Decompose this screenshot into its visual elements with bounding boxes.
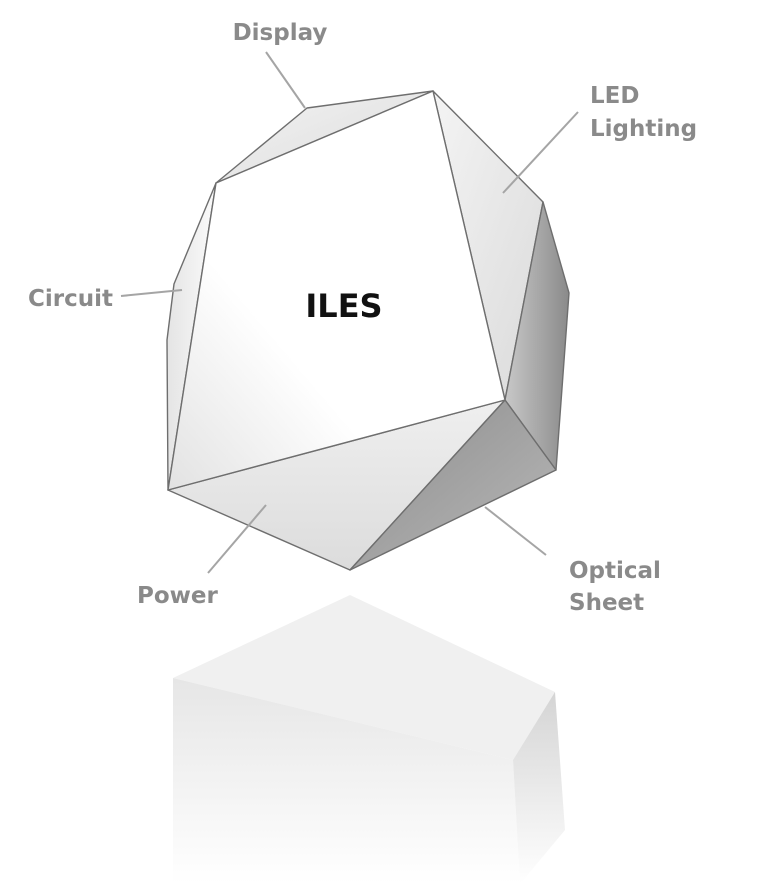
label-power: Power xyxy=(137,583,219,609)
leader-display xyxy=(265,51,306,109)
label-optical-sheet-line1: Optical xyxy=(569,558,661,584)
leader-circuit xyxy=(120,289,183,297)
label-optical-sheet-line2: Sheet xyxy=(569,590,644,616)
leader-optical-sheet xyxy=(484,506,547,556)
label-circuit: Circuit xyxy=(28,286,113,312)
center-label: ILES xyxy=(305,287,382,325)
label-led-lighting-line1: LED xyxy=(590,83,639,109)
face-optical-sheet xyxy=(349,399,557,571)
label-led-lighting-line2: Lighting xyxy=(590,116,697,142)
face-iles-main xyxy=(167,90,506,491)
label-display: Display xyxy=(233,20,328,46)
reflection xyxy=(173,595,565,884)
leader-led-lighting xyxy=(502,111,579,194)
leader-power xyxy=(207,504,267,574)
